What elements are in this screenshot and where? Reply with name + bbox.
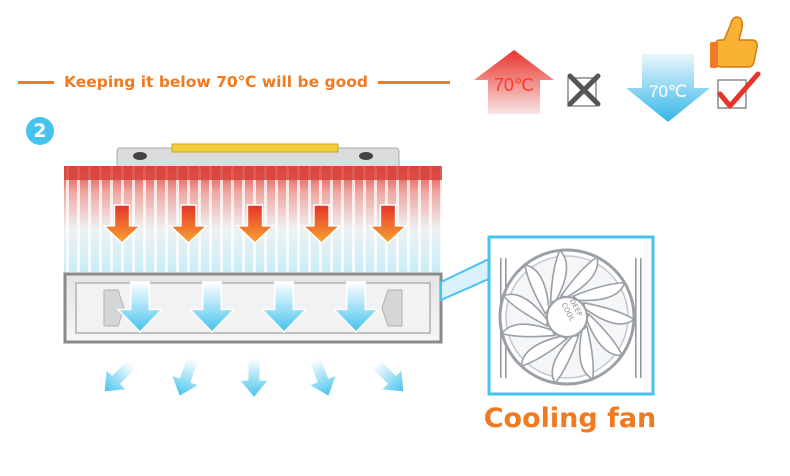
exhaust-arrow-shape	[370, 358, 405, 393]
heatsink-base	[63, 272, 443, 344]
cross-icon	[567, 73, 601, 107]
headline-right-rule	[377, 80, 450, 84]
headline: Keeping it below 70℃ will be good	[18, 68, 450, 96]
inner-airflow-arrow-group	[116, 281, 380, 334]
thumbs-up-icon	[710, 16, 758, 68]
exhaust-arrow	[103, 358, 138, 393]
exhaust-arrow-group	[103, 356, 405, 400]
airflow-arrow	[332, 281, 380, 334]
fan-blade-shape	[571, 281, 626, 302]
fan-blade	[585, 312, 624, 357]
exhaust-arrow	[237, 357, 271, 400]
fan-blade	[582, 301, 636, 325]
fan-illustration	[498, 248, 643, 386]
fan-blade-shape	[500, 323, 557, 338]
fan-blade-shape	[585, 312, 624, 357]
hot-temperature-label: 70℃	[493, 75, 535, 95]
fan-blade-shape	[501, 293, 549, 328]
fan-blade	[520, 335, 569, 368]
fan-blade-shape	[520, 335, 569, 368]
fan-blades	[500, 248, 636, 385]
headline-left-rule	[18, 80, 54, 84]
exhaust-arrow	[306, 356, 339, 398]
headline-text: Keeping it below 70℃ will be good	[64, 73, 368, 91]
hot-temperature-arrow	[474, 50, 554, 114]
cool-temperature-label: 70℃	[648, 82, 687, 101]
fan-blade-shape	[582, 301, 636, 325]
fan-blade	[559, 255, 599, 298]
fan-blade	[549, 248, 568, 304]
heat-arrow	[368, 204, 408, 245]
fan-blade	[578, 324, 595, 381]
exhaust-arrow	[370, 358, 405, 393]
fan-blade	[501, 293, 549, 328]
exhaust-arrow-shape	[306, 356, 339, 398]
cpu-block	[116, 143, 400, 169]
fan-blade-shape	[551, 334, 580, 385]
fan-blade-shape	[559, 255, 599, 298]
heat-arrow	[301, 204, 342, 245]
fan-blade-shape	[523, 263, 550, 316]
heat-arrow	[235, 204, 275, 245]
exhaust-arrow-shape	[237, 357, 271, 400]
fan-blade	[551, 334, 580, 385]
cool-temperature-arrow	[626, 54, 710, 122]
heat-arrow	[102, 204, 142, 245]
exhaust-arrow	[169, 356, 202, 398]
fan-caption: Cooling fan	[483, 403, 657, 434]
exhaust-arrow-shape	[169, 356, 202, 398]
step-number-badge: 2	[26, 117, 54, 145]
fan-blade	[523, 263, 550, 316]
heat-arrow-group	[102, 204, 408, 245]
airflow-arrow	[116, 281, 164, 334]
fan-blade	[500, 323, 557, 338]
airflow-arrow	[188, 281, 236, 334]
heat-arrow	[168, 204, 209, 245]
fan-blade-shape	[549, 248, 568, 304]
fan-blade	[571, 281, 626, 302]
airflow-arrow	[260, 281, 308, 334]
exhaust-arrow-shape	[103, 358, 138, 393]
fan-blade-shape	[578, 324, 595, 381]
checkmark-icon	[717, 71, 761, 109]
